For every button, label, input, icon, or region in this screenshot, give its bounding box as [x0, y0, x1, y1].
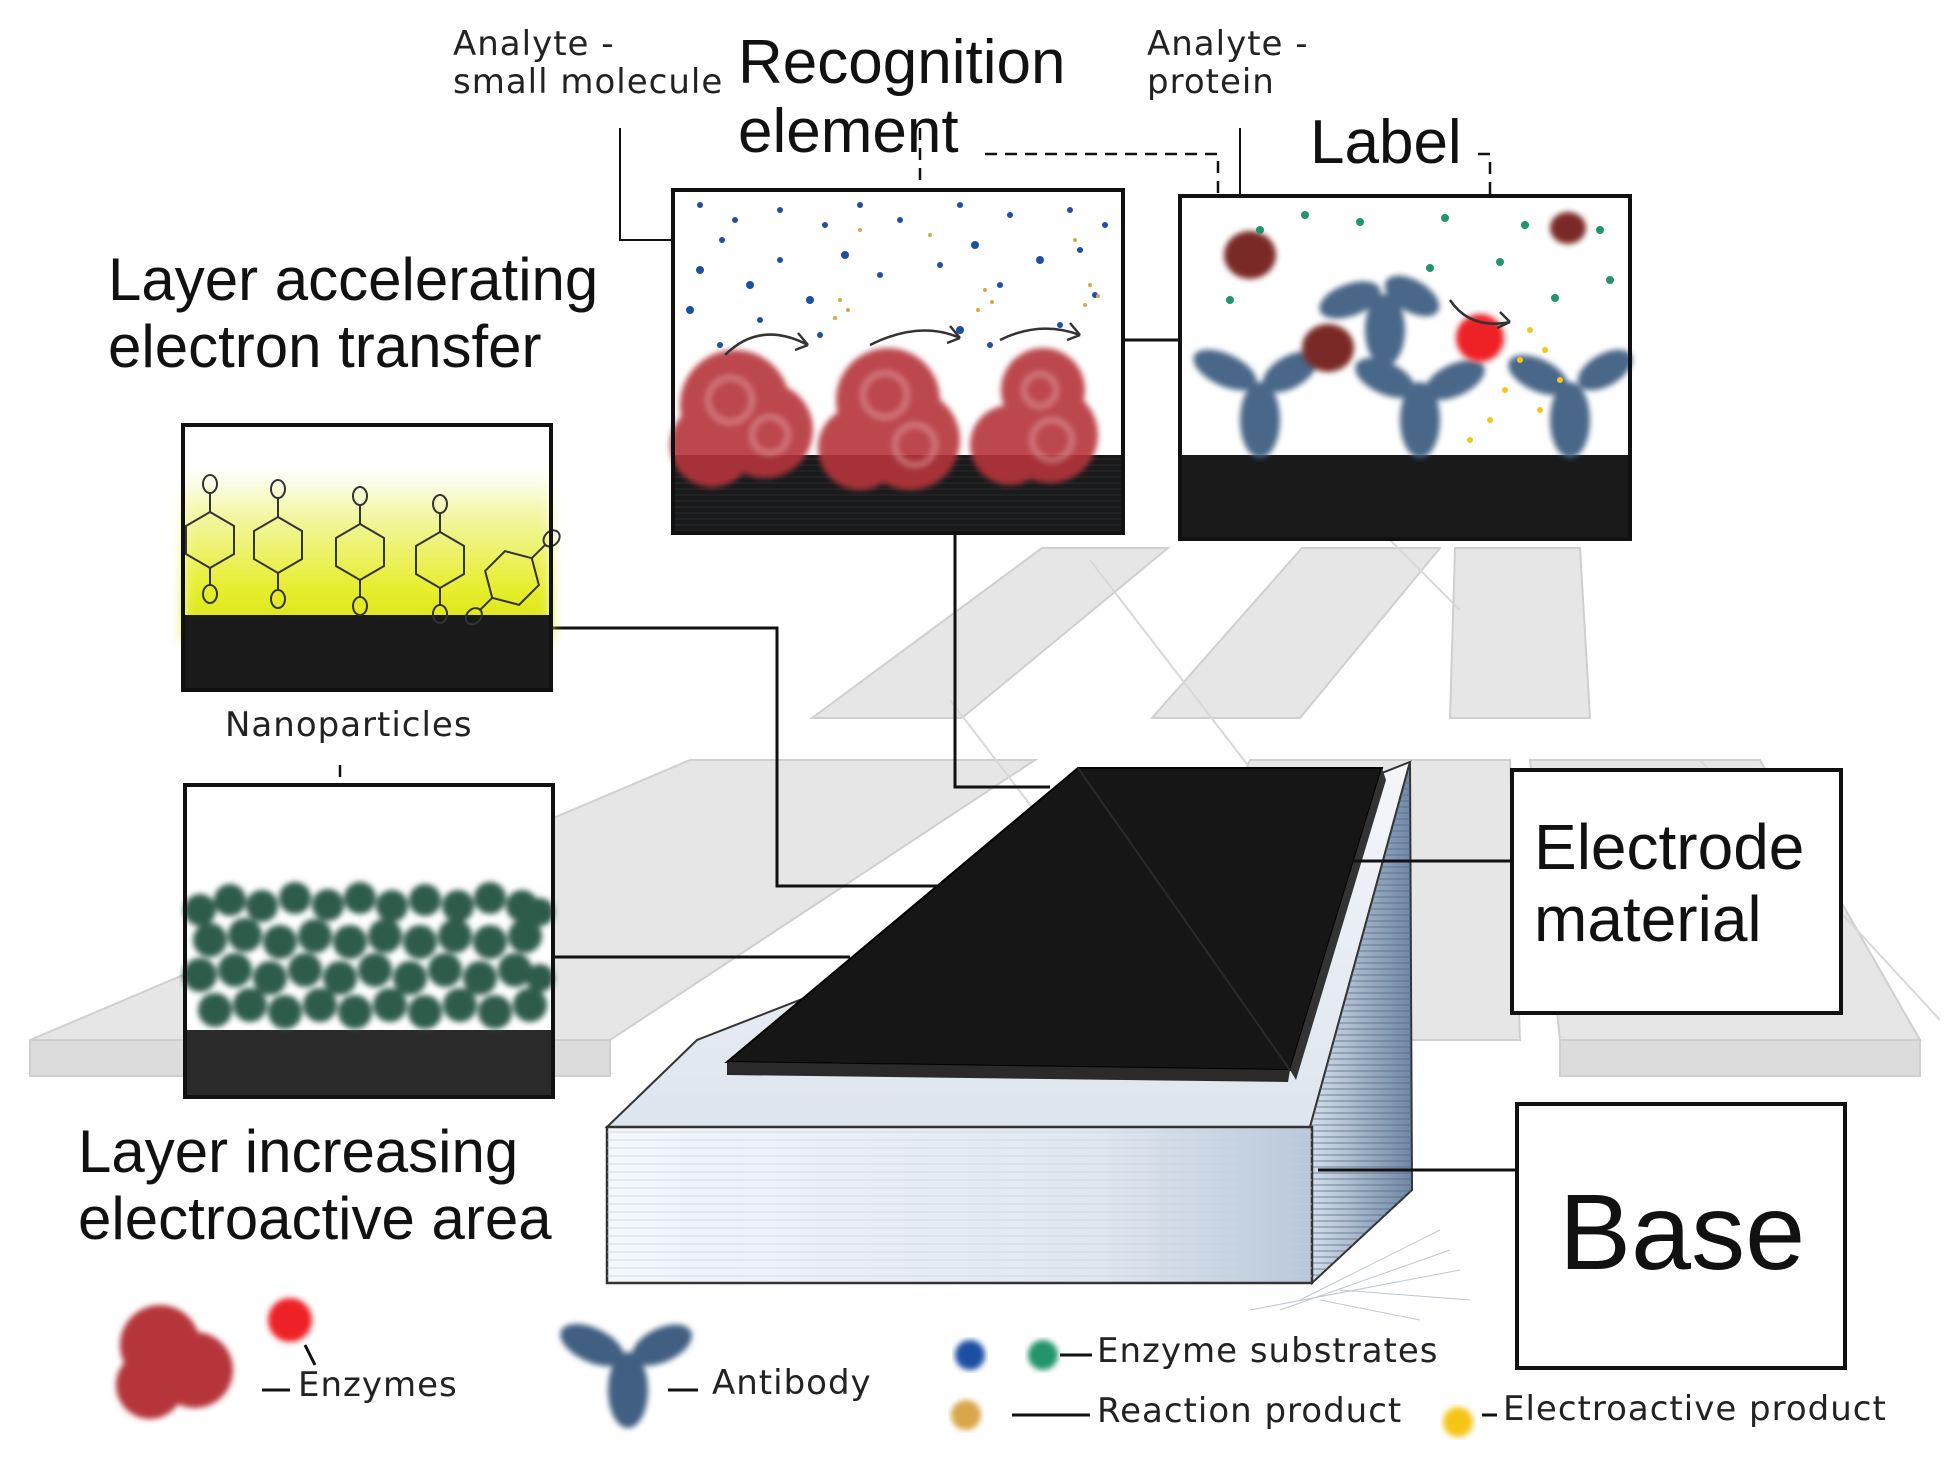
label-arrow — [1448, 299, 1511, 330]
legend-icons — [116, 1298, 1497, 1437]
analyte-protein-label: Analyte - protein — [1147, 24, 1309, 103]
antibody-1 — [1193, 349, 1318, 458]
electroactive-dots — [1467, 327, 1563, 443]
legend-label-enzyme-icon — [268, 1298, 312, 1342]
antibody-2 — [1319, 275, 1440, 366]
electrode-material-box: Electrode material — [1510, 768, 1843, 1015]
quinone-molecules — [185, 474, 561, 626]
legend-substrate-green-icon — [1028, 1340, 1058, 1370]
legend-antibody-label: Antibody — [712, 1363, 872, 1403]
nanoparticles-label: Nanoparticles — [225, 705, 473, 745]
legend-enzyme-icon — [116, 1305, 233, 1419]
electrode-material-label: Electrode material — [1534, 811, 1805, 955]
layer-accelerating-label: Layer accelerating electron transfer — [108, 246, 599, 381]
green-substrates — [1226, 211, 1614, 304]
legend-reaction-product-icon — [951, 1400, 981, 1430]
enzyme-cluster — [670, 348, 1098, 490]
recognition-panel — [670, 188, 1125, 535]
legend-substrate-blue-icon — [955, 1340, 985, 1370]
antibody-3 — [1355, 358, 1485, 458]
label-heading: Label — [1310, 108, 1462, 177]
substrate-dots — [686, 202, 1108, 348]
legend-antibody-icon — [560, 1323, 692, 1428]
legend-enzymes-label: Enzymes — [298, 1365, 458, 1405]
reaction-product-dots — [833, 228, 1100, 320]
connector-lines — [551, 338, 1515, 1172]
antibody-4 — [1508, 349, 1633, 458]
label-panel — [1178, 194, 1633, 541]
base-box: Base — [1515, 1102, 1847, 1370]
reaction-arrows — [724, 322, 1081, 356]
legend-electroactive-icon — [1443, 1407, 1473, 1437]
antibodies — [1193, 275, 1633, 458]
electron-transfer-panel — [181, 423, 561, 692]
nanoparticle-spheres — [183, 882, 554, 1029]
legend-enzyme-pointer — [303, 1344, 317, 1366]
legend-reaction-product-label: Reaction product — [1097, 1391, 1403, 1431]
label-enzyme — [1456, 314, 1504, 362]
base-scribble — [1249, 1229, 1471, 1321]
nanoparticle-panel — [183, 783, 555, 1099]
analyte-small-molecule-label: Analyte - small molecule — [453, 24, 724, 103]
layer-increasing-label: Layer increasing electroactive area — [78, 1118, 552, 1253]
electrode-slab — [724, 767, 1386, 1082]
protein-analytes — [1224, 212, 1586, 372]
legend-enzyme-substrates-label: Enzyme substrates — [1097, 1331, 1439, 1371]
base-label: Base — [1559, 1171, 1806, 1292]
recognition-element-label: Recognition element — [738, 28, 1066, 167]
legend-electroactive-product-label: Electroactive product — [1503, 1389, 1887, 1429]
